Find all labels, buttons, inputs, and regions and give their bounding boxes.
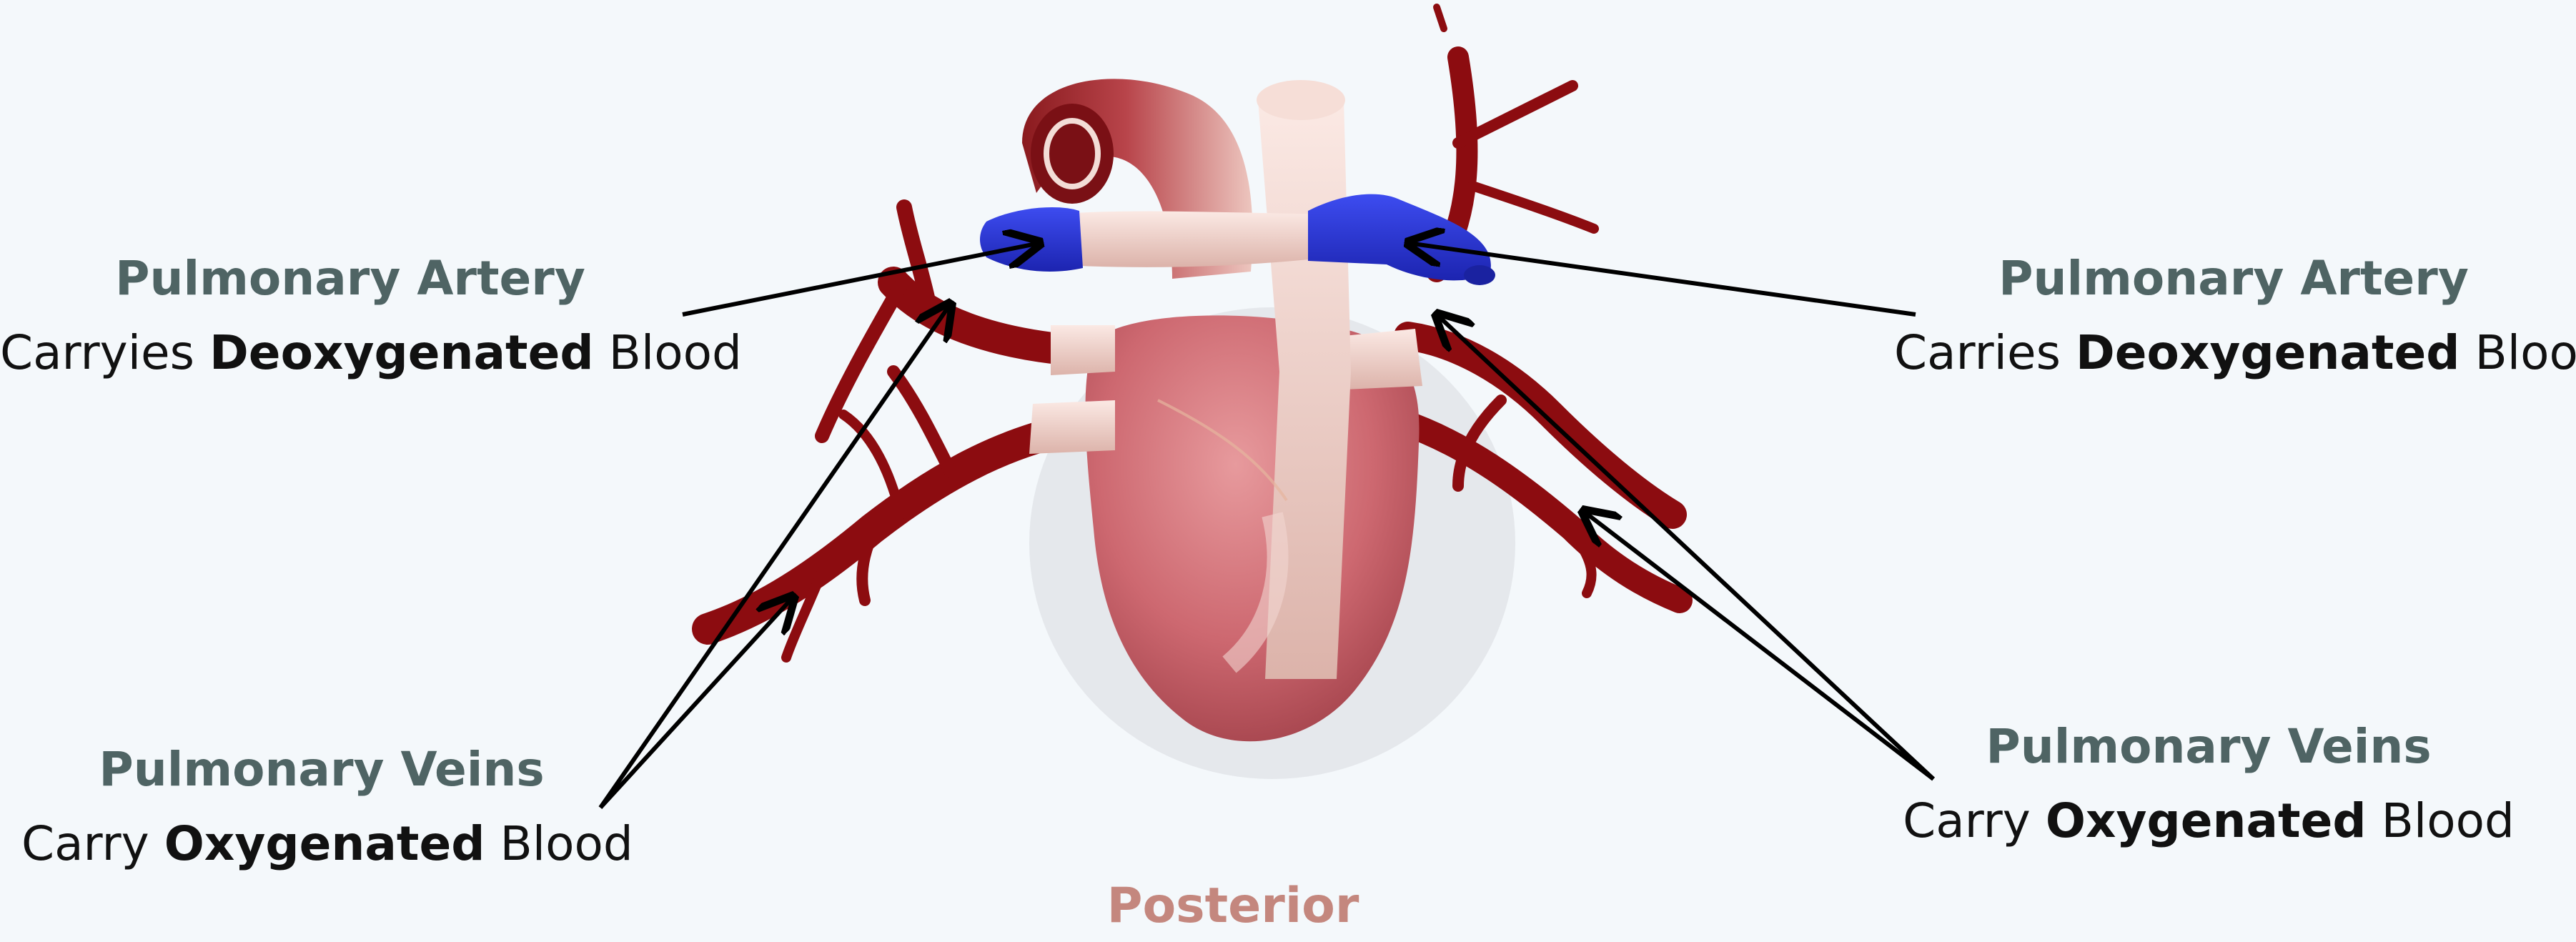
label-pulmonary-artery-right: Pulmonary Artery Carries Deoxygenated Bl… — [1894, 242, 2573, 390]
vena-cava-top — [1257, 80, 1345, 120]
label-pulmonary-veins-right: Pulmonary Veins Carry Oxygenated Blood — [1901, 710, 2516, 858]
left-vein-root-upper — [1051, 325, 1115, 375]
desc-text: Carryies — [0, 325, 209, 380]
left-vein-root-lower — [1029, 400, 1115, 454]
label-title: Pulmonary Artery — [0, 242, 700, 316]
pulmonary-artery-left-blue — [980, 207, 1083, 272]
desc-emphasis: Oxygenated — [2046, 793, 2367, 848]
label-pulmonary-artery-left: Pulmonary Artery Carryies Deoxygenated B… — [0, 242, 700, 390]
label-description: Carries Deoxygenated Blood — [1894, 316, 2573, 390]
desc-emphasis: Oxygenated — [164, 816, 485, 871]
label-pulmonary-veins-left: Pulmonary Veins Carry Oxygenated Blood — [21, 733, 622, 881]
right-vein-root — [1344, 329, 1422, 390]
label-title: Pulmonary Artery — [1894, 242, 2573, 316]
label-title: Pulmonary Veins — [21, 733, 622, 807]
arrow-tl-artery — [683, 243, 1040, 314]
label-title: Pulmonary Veins — [1901, 710, 2516, 784]
label-description: Carryies Deoxygenated Blood — [0, 316, 700, 390]
view-orientation-label: Posterior — [1001, 871, 1465, 942]
label-description: Carry Oxygenated Blood — [1901, 784, 2516, 858]
desc-text: Carry — [1903, 793, 2046, 848]
desc-text: Blood — [2367, 793, 2515, 848]
desc-text: Blood — [485, 816, 633, 871]
arrow-br-vein-lower — [1583, 511, 1933, 779]
desc-text: Carries — [1894, 325, 2076, 380]
label-description: Carry Oxygenated Blood — [21, 807, 622, 881]
pulmonary-artery-right-opening — [1464, 265, 1495, 285]
desc-emphasis: Deoxygenated — [2076, 325, 2460, 380]
desc-text: Carry — [21, 816, 164, 871]
desc-text: Blood — [594, 325, 742, 380]
desc-emphasis: Deoxygenated — [209, 325, 594, 380]
desc-text: Blood — [2460, 325, 2576, 380]
